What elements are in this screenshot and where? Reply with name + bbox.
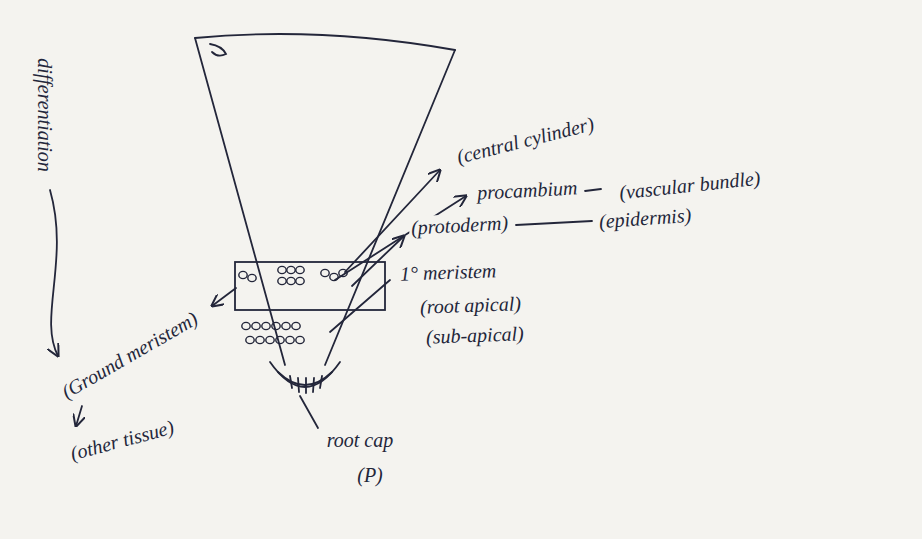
cone-left-edge [195, 38, 285, 365]
tissue-label: procambium [474, 176, 579, 203]
meristem-label: 1° meristem [397, 259, 498, 284]
root-cap-outline [270, 362, 340, 387]
differentiation-arrow [50, 190, 58, 356]
cone-right-edge [325, 50, 455, 365]
root-cap-hatch [290, 376, 322, 393]
leader-line [516, 221, 592, 225]
tissue-label: (protoderm) [409, 211, 511, 238]
cell [242, 322, 250, 329]
tissue-label: (other tissue) [66, 415, 178, 465]
region-label: (root apical) [417, 292, 523, 318]
leader-line [330, 280, 390, 332]
region-label: (sub-apical) [424, 322, 526, 348]
cell [256, 336, 264, 343]
cell [246, 336, 254, 343]
cell [278, 266, 286, 273]
dash [585, 189, 601, 191]
cell [287, 266, 295, 273]
cell [252, 322, 260, 329]
cell [296, 277, 304, 284]
cell [266, 336, 274, 343]
cell [296, 336, 304, 343]
leader-line [212, 288, 236, 306]
cell [321, 269, 329, 276]
cone-curl [210, 44, 226, 56]
cell [292, 322, 300, 329]
cell [287, 277, 295, 284]
callout-letter: (P) [355, 464, 385, 486]
part-label: root cap [325, 429, 395, 451]
tissue-label: (epidermis) [596, 204, 694, 233]
cell [272, 322, 280, 329]
cell [262, 322, 270, 329]
cell [239, 271, 247, 278]
cell [278, 277, 286, 284]
cell [296, 266, 304, 273]
leader-line [300, 396, 318, 428]
cell [276, 336, 284, 343]
root-cap-inner [278, 372, 332, 385]
leader-line [352, 236, 404, 286]
leader-line [76, 406, 82, 426]
tissue-label: (central cylinder) [452, 112, 598, 168]
cell [248, 274, 256, 281]
tissue-label: (vascular bundle) [616, 166, 763, 203]
cell [282, 322, 290, 329]
cone-top [195, 34, 455, 50]
cell [286, 336, 294, 343]
vertical-note: differentiation [34, 56, 56, 174]
tissue-label: (Ground meristem) [56, 306, 203, 404]
